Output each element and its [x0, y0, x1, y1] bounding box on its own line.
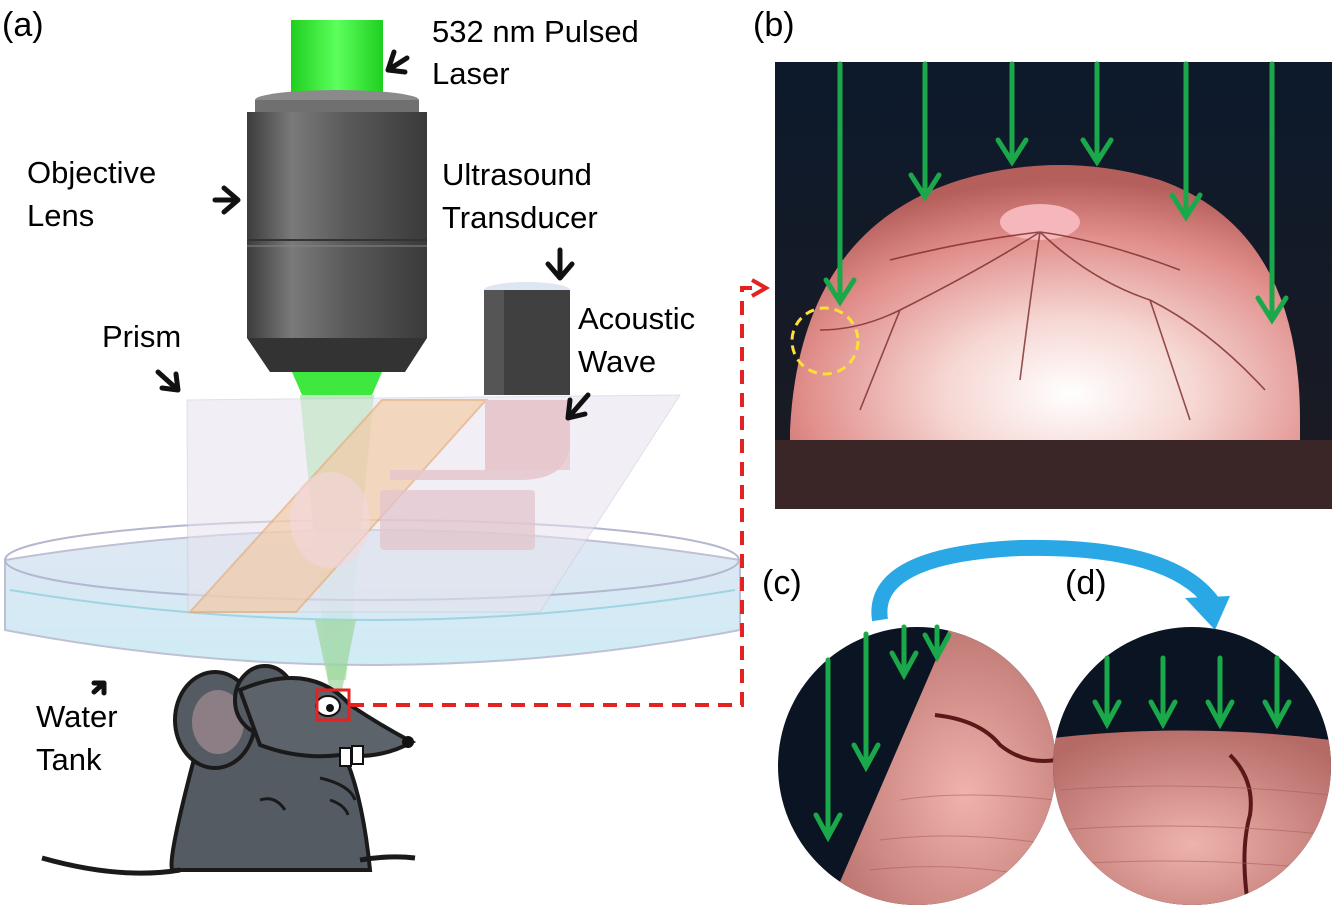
retinal-vessels — [819, 231, 1266, 421]
panel-d-label: (d) — [1065, 564, 1107, 602]
panel-d: (d) — [1053, 564, 1331, 905]
transducer-label-line1: Ultrasound — [442, 157, 592, 192]
zoom-c-retina — [830, 627, 1056, 905]
acoustic-label-line1: Acoustic — [578, 301, 695, 336]
transition-arrowhead — [1185, 596, 1230, 630]
zoom-d-vessel — [1228, 753, 1253, 905]
panel-c-label: (c) — [762, 564, 802, 602]
objective-pointer-arrow — [212, 185, 241, 215]
eye-highlight-box — [315, 688, 351, 722]
optic-disc — [1000, 204, 1080, 240]
retina-lower-shadow — [775, 440, 1332, 509]
transducer-label-line2: Transducer — [442, 200, 598, 235]
transducer-pointer-arrow — [545, 247, 575, 281]
zoom-d-laser-arrows — [1092, 655, 1292, 730]
acoustic-pointer-arrow — [565, 392, 591, 421]
ultrasound-transducer — [290, 282, 570, 568]
objective-lens — [247, 90, 427, 372]
region-highlight-circle — [790, 306, 860, 376]
panel-a: (a) — [2, 6, 741, 876]
fundus-laser-arrows — [823, 61, 1289, 325]
laser-beam — [291, 20, 383, 100]
prism-pointer-arrow — [155, 369, 181, 393]
panel-a-label: (a) — [2, 6, 44, 44]
acoustic-label-line2: Wave — [578, 344, 656, 379]
tank-pointer-arrow — [91, 680, 107, 696]
laser-label-line1: 532 nm Pulsed — [432, 14, 639, 49]
focus-cone — [315, 620, 356, 700]
mouse-illustration — [41, 664, 417, 876]
callout-arrowhead — [751, 278, 771, 298]
objective-label-line1: Objective — [27, 155, 156, 190]
laser-exit — [292, 372, 382, 395]
transition-curved-arrow — [871, 539, 1219, 622]
objective-label-line2: Lens — [27, 198, 94, 233]
panel-c: (c) — [762, 564, 1056, 905]
callout-dashed-line — [350, 286, 760, 707]
tank-label-line2: Tank — [36, 742, 102, 777]
prism-label: Prism — [102, 319, 181, 354]
laser-pointer-arrow — [385, 49, 410, 75]
zoom-d-retina — [1053, 730, 1331, 905]
panel-b-label: (b) — [753, 6, 795, 44]
retina-dome — [790, 165, 1300, 470]
zoom-c-laser-arrows — [813, 624, 952, 843]
laser-label-line2: Laser — [432, 56, 510, 91]
zoom-c-vessel — [934, 713, 1056, 763]
tank-label-line1: Water — [36, 699, 118, 734]
panel-b: (b) — [753, 6, 1332, 509]
